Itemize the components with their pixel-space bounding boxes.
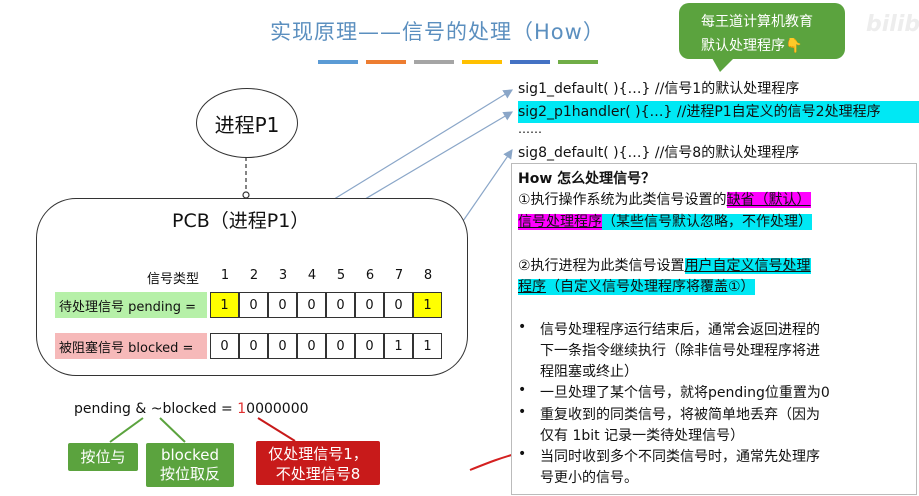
bullet-dot: • (518, 319, 527, 335)
callout-line-2: 默认处理程序👇 (701, 38, 803, 54)
handler-sig1: sig1_default( ){…} //信号1的默认处理程序 (518, 81, 800, 97)
result-note: 仅处理信号1， 不处理信号8 (256, 441, 380, 485)
process-node: 进程P1 (196, 88, 298, 158)
blocked-bit: 0 (355, 333, 384, 359)
bullet-4-line-2: 号更小的信号。 (540, 470, 638, 486)
blocked-bit: 0 (326, 333, 355, 359)
item2-rest: （自定义信号处理程序将覆盖①） (546, 279, 755, 295)
arrow-result (257, 417, 296, 442)
bullet-1-line-1: 信号处理程序运行结束后，通常会返回进程的 (540, 322, 820, 338)
item1-highlight-1: 缺省（默认） (726, 192, 811, 208)
invert-note-line-1: blocked (160, 446, 219, 464)
pending-label: 待处理信号 pending = (55, 292, 207, 318)
pending-bit: 1 (210, 292, 239, 318)
bullet-dot: • (518, 382, 527, 398)
watermark-logo: bilibili (866, 12, 919, 37)
handler-sig2: sig2_p1handler( ){…} //进程P1自定义的信号2处理程序 (518, 101, 919, 123)
signal-number: 6 (365, 268, 375, 283)
item1-prefix: ①执行操作系统为此类信号设置的 (518, 192, 727, 208)
handler-ellipsis: …… (518, 122, 542, 136)
pcb-title: PCB（进程P1） (172, 210, 310, 232)
signal-number: 4 (307, 268, 317, 283)
accent-bar-1 (318, 60, 358, 64)
signal-type-label: 信号类型 (147, 272, 200, 287)
pending-bit: 0 (268, 292, 297, 318)
bullet-1-line-2: 下一条指令继续执行（除非信号处理程序将进 (540, 343, 820, 359)
expression-prefix: pending & ~blocked = (74, 401, 238, 417)
panel-item-2-line-1: ②执行进程为此类信号设置用户自定义信号处理 (518, 255, 811, 275)
item1-highlight-2: 信号处理程序 (518, 214, 602, 230)
pending-bit: 1 (413, 292, 442, 318)
signal-number: 7 (394, 268, 404, 283)
page-title: 实现原理——信号的处理（How） (270, 20, 605, 44)
item1-highlight-3: （某些信号默认忽略，不作处理） (602, 214, 812, 230)
blocked-bit: 1 (384, 333, 413, 359)
blocked-bit: 0 (239, 333, 268, 359)
handler-sig8: sig8_default( ){…} //信号8的默认处理程序 (518, 145, 800, 161)
blocked-bit: 0 (297, 333, 326, 359)
mask-expression: pending & ~blocked = 10000000 (74, 401, 309, 417)
result-note-line-2: 不处理信号8 (275, 465, 361, 483)
arrow-and (109, 417, 144, 443)
pending-bit: 0 (384, 292, 413, 318)
pending-bit: 0 (326, 292, 355, 318)
bullet-1-line-3: 程阻塞或终止） (540, 364, 638, 380)
blocked-bit: 0 (210, 333, 239, 359)
signal-number: 8 (423, 268, 433, 283)
accent-bar-3 (414, 60, 454, 64)
signal-number: 3 (278, 268, 288, 283)
item2-highlight-1: 用户自定义信号处理 (684, 258, 811, 274)
result-note-line-1: 仅处理信号1， (268, 445, 368, 463)
callout-bubble: 每王道计算机教育 默认处理程序👇 (679, 3, 845, 59)
bullet-4-line-1: 当同时收到多个不同类信号时，通常先处理序 (540, 449, 820, 465)
panel-item-1-line-2: 信号处理程序（某些信号默认忽略，不作处理） (518, 211, 812, 231)
signal-number: 5 (336, 268, 346, 283)
expression-rest: 0000000 (246, 401, 309, 417)
accent-bar-5 (510, 60, 550, 64)
blocked-bit: 1 (413, 333, 442, 359)
accent-bar-4 (462, 60, 502, 64)
panel-item-2-line-2: 程序（自定义信号处理程序将覆盖①） (518, 276, 755, 296)
callout-tail (712, 58, 734, 72)
callout-line-1: 每王道计算机教育 (701, 14, 813, 30)
bullet-dot: • (518, 446, 527, 462)
pending-bit: 0 (355, 292, 384, 318)
accent-bar-6 (558, 60, 598, 64)
accent-bar-2 (366, 60, 406, 64)
bullet-2-line-1: 一旦处理了某个信号，就将pending位重置为0 (540, 385, 830, 401)
blocked-label: 被阻塞信号 blocked = (55, 333, 207, 359)
pending-bit: 0 (239, 292, 268, 318)
item2-prefix: ②执行进程为此类信号设置 (518, 258, 685, 274)
panel-item-1-line-1: ①执行操作系统为此类信号设置的缺省（默认） (518, 189, 811, 209)
arrow-invert (159, 417, 186, 443)
expression-highlight: 1 (237, 401, 247, 417)
and-note: 按位与 (68, 443, 138, 471)
invert-note-line-2: 按位取反 (159, 465, 220, 483)
bullet-3-line-1: 重复收到的同类信号，将被简单地丢弃（因为 (540, 407, 820, 423)
bullet-dot: • (518, 404, 527, 420)
item2-highlight-2: 程序 (518, 279, 546, 295)
signal-number: 2 (249, 268, 259, 283)
signal-number: 1 (220, 268, 230, 283)
bullet-3-line-2: 仅有 1bit 记录一类待处理信号） (540, 428, 745, 444)
blocked-bit: 0 (268, 333, 297, 359)
invert-note: blocked 按位取反 (146, 443, 234, 487)
pending-bit: 0 (297, 292, 326, 318)
panel-heading: How 怎么处理信号？ (518, 171, 656, 187)
